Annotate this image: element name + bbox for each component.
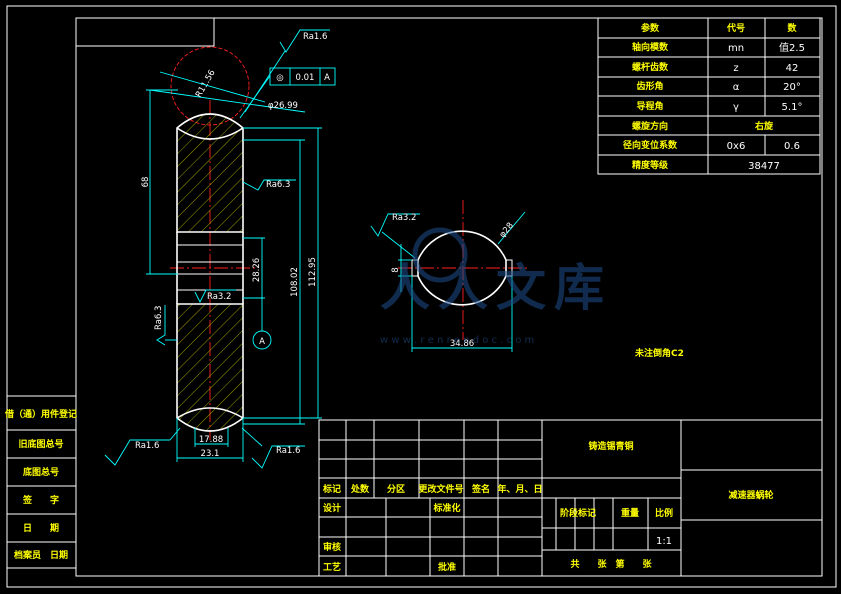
parameter-table: 参数 代号 数 轴向模数 mn 值2.5 螺杆齿数 z 42 齿形角 α 20°… <box>597 17 821 175</box>
rev-header: 年、月、日 <box>497 483 542 495</box>
rev-header: 更改文件号 <box>418 483 463 495</box>
param-name: 齿形角 <box>636 80 663 92</box>
param-val: 值2.5 <box>779 41 805 54</box>
param-name: 螺旋方向 <box>632 120 668 132</box>
approve-label: 批准 <box>438 561 456 573</box>
watermark: 人人文库 w w w . r e n r e n d o c . c o m <box>380 227 612 346</box>
ra-1-6-br: Ra1.6 <box>276 446 300 456</box>
material-label: 铸造锡青铜 <box>588 440 633 452</box>
svg-text:人人文库: 人人文库 <box>380 259 612 317</box>
rev-header: 签名 <box>471 483 490 495</box>
strip-label: 借（通）用件登记 <box>4 408 77 420</box>
dim-dia-26-99: φ26.99 <box>268 101 298 111</box>
param-header-val: 数 <box>787 22 797 34</box>
ra-3-2-section: Ra3.2 <box>392 213 416 223</box>
param-val: 42 <box>786 63 799 74</box>
param-name: 径向变位系数 <box>623 139 678 151</box>
ra-top: Ra1.6 <box>303 32 327 42</box>
strip-label: 档案员 日期 <box>14 549 68 561</box>
param-sym: mn <box>728 43 744 54</box>
svg-text:A: A <box>259 337 265 347</box>
standard-label: 标准化 <box>432 502 460 514</box>
part-name: 减速器蜗轮 <box>728 489 773 501</box>
ra-6-3-left: Ra6.3 <box>154 306 164 330</box>
param-header-sym: 代号 <box>726 22 745 34</box>
tol-value: 0.01 <box>296 73 315 83</box>
param-header-name: 参数 <box>641 22 660 34</box>
review-label: 审核 <box>323 541 341 553</box>
param-val: 38477 <box>748 161 780 172</box>
strip-label: 旧底图总号 <box>18 438 63 450</box>
param-name: 螺杆齿数 <box>632 61 669 73</box>
rev-header: 处数 <box>350 483 370 495</box>
dim-r11-56: R11.56 <box>194 68 218 99</box>
param-sym: α <box>733 82 740 93</box>
param-val: 0.6 <box>784 141 800 152</box>
dim-17-88: 17.88 <box>199 435 223 445</box>
param-sym: 0x6 <box>727 141 746 152</box>
hatched-rim-upper <box>176 113 244 233</box>
dim-68: 68 <box>141 177 151 188</box>
ra-6-3-right: Ra6.3 <box>266 180 290 190</box>
dim-28-26: 28.26 <box>252 258 262 282</box>
strip-label: 签 字 <box>22 494 59 506</box>
dim-23-1: 23.1 <box>201 449 220 459</box>
param-name: 导程角 <box>636 100 663 112</box>
svg-text:w w w . r e n r e n d o c . c: w w w . r e n r e n d o c . c o m <box>380 335 534 346</box>
main-section-view: 68 28.26 108.02 112.95 R11.56 φ26.99 Ra1… <box>104 29 336 469</box>
hatched-rim-lower <box>176 303 244 432</box>
param-sym: γ <box>733 102 739 113</box>
param-val: 20° <box>783 82 801 93</box>
param-name: 轴向模数 <box>632 41 669 53</box>
rev-header: 分区 <box>387 483 405 495</box>
ra-3-2-mid: Ra3.2 <box>207 292 231 302</box>
tol-symbol: ◎ <box>276 73 283 83</box>
code-box <box>75 17 215 47</box>
sheets-label: 共 张 第 张 <box>570 558 652 570</box>
chamfer-note: 未注倒角C2 <box>634 347 684 359</box>
dim-108-02: 108.02 <box>290 267 300 297</box>
param-name: 精度等级 <box>632 159 669 171</box>
param-sym: z <box>733 63 738 74</box>
dim-dia-28: φ28 <box>498 221 516 240</box>
sheet-border <box>6 5 837 588</box>
strip-label: 日 期 <box>23 522 59 534</box>
scale-value: 1:1 <box>656 536 672 547</box>
weight-label: 重量 <box>621 507 639 519</box>
dim-34-86: 34.86 <box>450 339 474 349</box>
strip-label: 底图总号 <box>23 466 59 478</box>
left-register-strip: 借（通）用件登记 旧底图总号 底图总号 签 字 日 期 档案员 日期 <box>4 395 77 569</box>
tol-ref: A <box>324 73 330 83</box>
design-label: 设计 <box>323 502 341 514</box>
dim-8: 8 <box>391 267 401 272</box>
title-block: 铸造锡青铜 减速器蜗轮 标记 处数 分区 更改文件号 签名 年、月、日 设计 标… <box>318 419 823 577</box>
process-label: 工艺 <box>323 561 341 573</box>
stage-label: 阶段标记 <box>560 507 596 519</box>
param-val: 右旋 <box>754 120 774 132</box>
ra-1-6-bl: Ra1.6 <box>135 441 159 451</box>
scale-label: 比例 <box>655 507 673 519</box>
rev-header: 标记 <box>322 483 341 495</box>
param-val: 5.1° <box>782 102 803 113</box>
dim-112-95: 112.95 <box>308 257 318 287</box>
